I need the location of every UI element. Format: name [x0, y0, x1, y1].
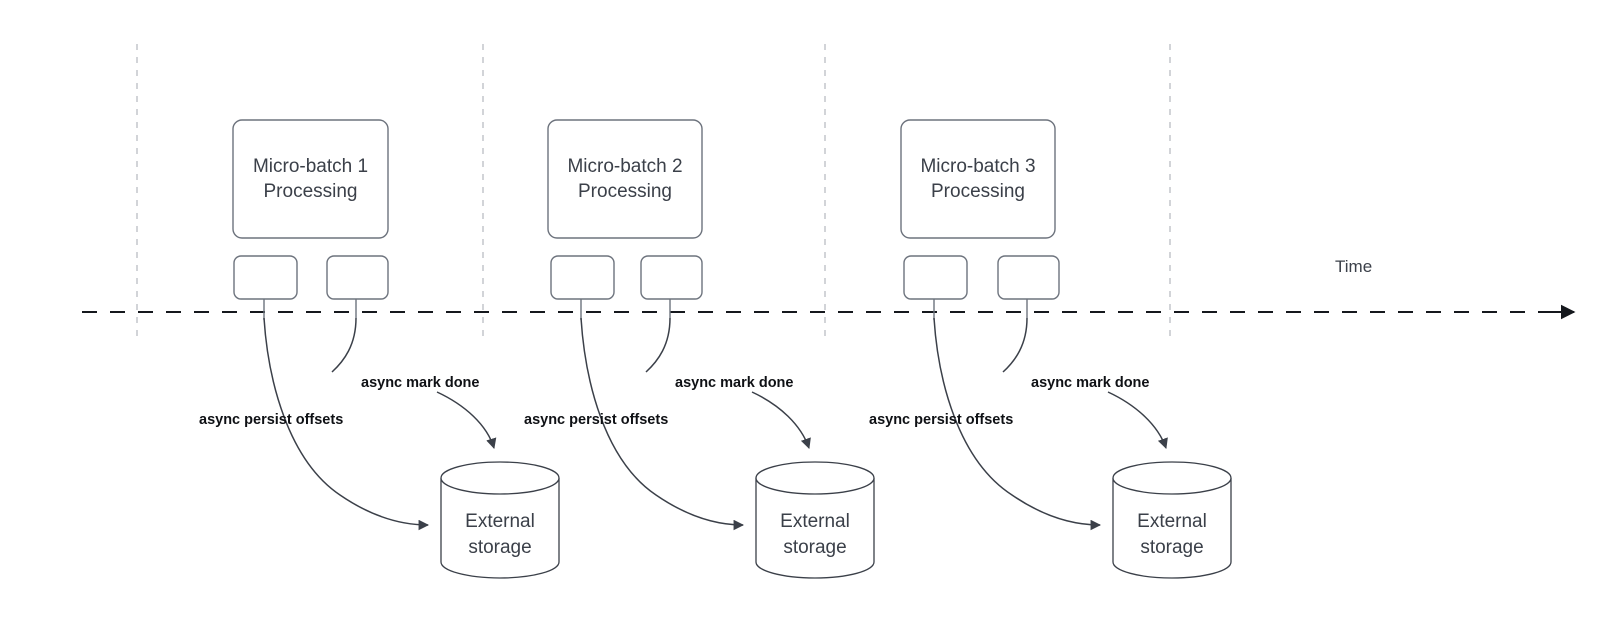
batch-3-task-box-left[interactable] — [903, 255, 968, 300]
batch-3-storage-body[interactable] — [1112, 478, 1232, 579]
batch-1-label-async-mark-done: async mark done — [361, 375, 479, 391]
batch-3-edge-async-persist-offsets — [933, 317, 1102, 531]
batch-3-task-box-right[interactable] — [997, 255, 1060, 300]
batch-2-storage-top — [755, 461, 875, 495]
batch-group-1: Micro-batch 1 Processing async persist o… — [199, 119, 560, 579]
batch-1-task-box-left[interactable] — [233, 255, 298, 300]
micro-batch-1-title-line1: Micro-batch 1 — [253, 156, 368, 177]
batch-2-edge-async-mark-done-a — [645, 317, 671, 373]
micro-batch-1-box[interactable] — [232, 119, 389, 239]
batch-2-task-box-right[interactable] — [640, 255, 703, 300]
batch-1-storage-label-line2: storage — [468, 537, 531, 558]
batch-2-edge-async-mark-done-b — [751, 391, 811, 449]
batch-3-label-async-mark-done: async mark done — [1031, 375, 1149, 391]
micro-batch-3-box[interactable] — [900, 119, 1056, 239]
batch-1-edge-async-persist-offsets — [263, 317, 430, 531]
batch-1-label-async-persist-offsets: async persist offsets — [199, 412, 343, 428]
time-axis-label: Time — [1335, 257, 1372, 276]
batch-3-label-async-persist-offsets: async persist offsets — [869, 412, 1013, 428]
batch-1-storage-top — [440, 461, 560, 495]
micro-batch-1-title-line2: Processing — [264, 181, 358, 202]
batch-2-storage-body[interactable] — [755, 478, 875, 579]
micro-batch-2-title-line1: Micro-batch 2 — [567, 156, 682, 177]
micro-batch-3-title-line1: Micro-batch 3 — [920, 156, 1035, 177]
batch-3-storage-top — [1112, 461, 1232, 495]
batch-3-edge-async-mark-done-a — [1002, 317, 1028, 373]
vertical-guides — [136, 44, 1171, 340]
micro-batch-2-title-line2: Processing — [578, 181, 672, 202]
batch-group-3: Micro-batch 3 Processing async persist o… — [869, 119, 1232, 579]
batch-1-edge-async-mark-done-a — [331, 317, 357, 373]
batch-2-edge-async-persist-offsets — [580, 317, 745, 531]
batch-1-task-box-right[interactable] — [326, 255, 389, 300]
micro-batch-2-box[interactable] — [547, 119, 703, 239]
batch-3-storage-label-line1: External — [1137, 511, 1207, 532]
batch-3-edge-async-mark-done-b — [1107, 391, 1168, 449]
batch-1-storage-label-line1: External — [465, 511, 535, 532]
batch-2-storage-label-line2: storage — [783, 537, 846, 558]
batch-2-storage-label-line1: External — [780, 511, 850, 532]
batch-1-edge-async-mark-done-b — [436, 391, 497, 450]
micro-batch-3-title-line2: Processing — [931, 181, 1025, 202]
batch-2-label-async-mark-done: async mark done — [675, 375, 793, 391]
batch-1-storage-body[interactable] — [440, 478, 560, 579]
batch-3-storage-label-line2: storage — [1140, 537, 1203, 558]
batch-2-task-box-left[interactable] — [550, 255, 615, 300]
batch-group-2: Micro-batch 2 Processing async persist o… — [524, 119, 875, 579]
batch-2-label-async-persist-offsets: async persist offsets — [524, 412, 668, 428]
